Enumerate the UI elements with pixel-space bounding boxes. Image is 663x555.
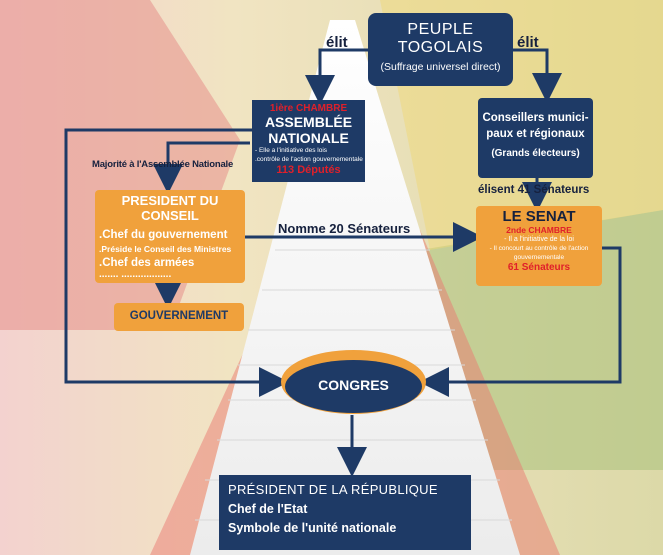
assemblee-item2: .contrôle de l'action gouvernementale [255,156,363,163]
arrow-senat-to-congres [419,246,622,397]
senat-item1: - Il a l'initiative de la loi [504,236,574,243]
senat-item3: gouvernementale [513,254,565,261]
assemblee-nationale-box: 1ière CHAMBRE ASSEMBLÉE NATIONALE - Elle… [252,100,365,182]
elit-label-right: élit [517,34,539,51]
president-conseil-dots: ....... .................. [99,269,172,280]
arrow-assemblee-to-president [153,141,250,194]
elisent-label: élisent 41 Sénateurs [478,184,590,196]
elit-label-left: élit [326,34,348,51]
congres-label: CONGRES [318,377,389,393]
conseillers-box: Conseillers munici- paux et régionaux (G… [478,98,593,178]
arrow-assemblee-to-congres [64,128,289,397]
conseillers-line2: paux et régionaux [486,128,585,140]
congres-inner: CONGRES [285,360,422,413]
assemblee-line2: NATIONALE [268,130,349,146]
president-conseil-item1: .Chef du gouvernement [99,229,228,241]
assemblee-count: 113 Députés [276,164,341,176]
peuple-line1: PEUPLE [407,21,474,38]
senat-item2: - Il concourt au contrôle de l'action [489,245,589,252]
president-republique-line1: PRÉSIDENT DE LA RÉPUBLIQUE [228,482,438,497]
president-republique-line3: Symbole de l'unité nationale [228,521,397,535]
senat-count: 61 Sénateurs [507,262,571,273]
president-conseil-item2: .Préside le Conseil des Ministres [99,244,232,254]
president-republique-line2: Chef de l'Etat [228,502,308,516]
arrow-peuple-to-assemblee [305,48,368,105]
president-conseil-item3: .Chef des armées [99,257,195,269]
senat-title: LE SENAT [502,208,576,225]
peuple-line2: TOGOLAIS [397,39,484,56]
conseillers-line3: (Grands électeurs) [491,148,580,159]
peuple-togolais-box: PEUPLE TOGOLAIS (Suffrage universel dire… [368,13,513,86]
gouvernement-label: GOUVERNEMENT [129,310,229,322]
assemblee-line1: ASSEMBLÉE [264,114,353,130]
gouvernement-box: GOUVERNEMENT [114,303,244,331]
majorite-label: Majorité à l'Assemblée Nationale [92,159,234,170]
conseillers-line1: Conseillers munici- [482,112,589,124]
congres-node: CONGRES [281,350,426,414]
president-du-conseil-box: PRESIDENT DU CONSEIL .Chef du gouverneme… [95,190,245,283]
president-republique-box: PRÉSIDENT DE LA RÉPUBLIQUE Chef de l'Eta… [219,475,471,550]
senat-box: LE SENAT 2nde CHAMBRE - Il a l'initiativ… [476,206,602,286]
assemblee-tag: 1ière CHAMBRE [269,103,348,114]
arrow-peuple-to-conseillers [513,48,562,103]
senat-tag: 2nde CHAMBRE [506,225,572,235]
assemblee-item1: - Elle a l'initiative des lois [255,147,328,154]
peuple-line3: (Suffrage universel direct) [380,61,501,73]
president-conseil-title: PRESIDENT DU CONSEIL [121,193,219,223]
nomme-label: Nomme 20 Sénateurs [278,221,411,236]
